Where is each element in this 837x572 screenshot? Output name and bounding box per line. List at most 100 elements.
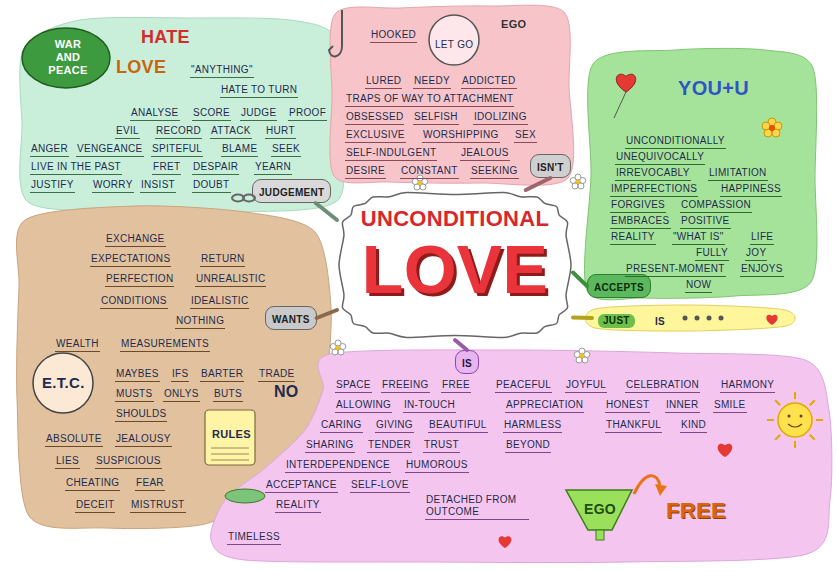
daisy bbox=[574, 348, 590, 363]
text-slot: YEARN bbox=[254, 156, 292, 175]
branch-word: LIVE IN THE PAST bbox=[30, 161, 122, 175]
dot bbox=[719, 316, 724, 321]
daisy-petal bbox=[417, 175, 423, 181]
text-slot: VENGEANCE bbox=[76, 138, 144, 157]
text-slot: INSIST bbox=[140, 174, 176, 193]
branch-lock: JUDGEMENT bbox=[252, 179, 331, 203]
flower-center bbox=[769, 125, 775, 131]
text-slot: JUDGE bbox=[240, 102, 277, 121]
branch-word: CONSTANT bbox=[400, 165, 459, 179]
text-slot: LURED bbox=[365, 70, 402, 89]
branch-word: JOYFUL bbox=[565, 379, 607, 393]
text-slot: ONLYS bbox=[163, 383, 200, 402]
dot bbox=[695, 316, 700, 321]
text-slot: NOTHING bbox=[175, 310, 225, 329]
text-slot: TRADE bbox=[258, 363, 295, 382]
branch-word: SHARING bbox=[305, 439, 355, 453]
branch-word: BLAME bbox=[221, 143, 258, 157]
text-slot: MUSTS bbox=[115, 383, 154, 402]
branch-word: MISTRUST bbox=[130, 499, 186, 513]
text-slot: SELF-LOVE bbox=[350, 474, 410, 493]
text-slot: WORRY bbox=[92, 174, 134, 193]
text-slot: EXCHANGE bbox=[105, 228, 166, 247]
branch-word: HARMONY bbox=[720, 379, 775, 393]
text-slot: SHOULDS bbox=[115, 403, 167, 422]
branch-word: MEASUREMENTS bbox=[120, 338, 210, 352]
text-slot: FREEING bbox=[381, 374, 430, 393]
branch-word: JEALOUSY bbox=[115, 433, 172, 447]
branch-tag: ACCEPTS bbox=[587, 274, 651, 298]
branch-word: EXCLUSIVE bbox=[345, 129, 406, 143]
branch-word: REALITY bbox=[275, 499, 321, 513]
daisy bbox=[412, 175, 428, 190]
flower-petal bbox=[768, 118, 776, 126]
branch-word: SPACE bbox=[335, 379, 372, 393]
text-slot: DOUBT bbox=[192, 174, 231, 193]
branch-word: EMBRACES bbox=[610, 215, 671, 229]
text-slot: SPACE bbox=[335, 374, 372, 393]
text-slot: PROOF bbox=[288, 102, 327, 121]
branch-label: JUDGEMENT bbox=[259, 187, 324, 199]
just-is-band: JUSTIS bbox=[592, 304, 788, 332]
branch-word: POSITIVE bbox=[680, 215, 731, 229]
branch-word: OBSESSED bbox=[345, 111, 404, 125]
text-slot: UNCONDITIONAL bbox=[337, 206, 573, 233]
branch-word: TENDER bbox=[367, 439, 412, 453]
text-slot: LIVE IN THE PAST bbox=[30, 156, 122, 175]
branch-word: ATTACK bbox=[210, 125, 252, 139]
branch-word: ONLYS bbox=[163, 388, 200, 402]
daisy-petal bbox=[572, 183, 578, 189]
branch-word: MUSTS bbox=[115, 388, 154, 402]
flower-petal bbox=[774, 122, 782, 130]
text-slot: YOU+U bbox=[677, 76, 750, 101]
text-slot: JUSTIFY bbox=[30, 174, 75, 193]
daisy-petal bbox=[420, 184, 426, 190]
branch-word: INNER bbox=[665, 399, 700, 413]
text-slot: KIND bbox=[680, 414, 707, 433]
sun-smile bbox=[788, 424, 802, 427]
branch-word: THANKFUL bbox=[605, 419, 662, 433]
branch-word: FREE bbox=[441, 379, 471, 393]
sun bbox=[767, 392, 823, 448]
text-slot: UNCONDITIONALLY bbox=[625, 130, 726, 149]
text-slot: HONEST bbox=[605, 394, 650, 413]
text-slot: FEAR bbox=[135, 472, 165, 491]
branch-word: EGO bbox=[500, 18, 527, 32]
branch-word: COMPASSION bbox=[680, 199, 752, 213]
branch-word: FREE bbox=[665, 498, 727, 525]
text-slot: ABSOLUTE bbox=[45, 428, 103, 447]
branch-word: HONEST bbox=[605, 399, 650, 413]
branch-word: INTERDEPENDENCE bbox=[285, 459, 391, 473]
branch-word: SCORE bbox=[192, 107, 231, 121]
branch-word: PEACEFUL bbox=[495, 379, 552, 393]
text-slot: LET GO bbox=[434, 34, 474, 52]
text-slot: DECEIT bbox=[75, 494, 115, 513]
you-word: YOU+U bbox=[677, 76, 750, 101]
branch-word: JUDGE bbox=[240, 107, 277, 121]
text-slot: ANALYSE bbox=[130, 102, 180, 121]
text-slot: TRUST bbox=[423, 434, 460, 453]
text-slot: LOVE bbox=[337, 234, 573, 305]
text-slot: IS bbox=[654, 311, 666, 329]
branch-connector bbox=[455, 340, 467, 350]
branch-word: TIMELESS bbox=[227, 531, 281, 545]
text-slot: BEAUTIFUL bbox=[428, 414, 488, 433]
text-slot: E.T.C. bbox=[41, 374, 86, 393]
branch-word: IDOLIZING bbox=[473, 111, 528, 125]
text-slot: APPRECIATION bbox=[505, 394, 584, 413]
branch-word: UNEQUIVOCALLY bbox=[615, 151, 705, 165]
text-slot: CARING bbox=[320, 414, 363, 433]
branch-cuff: ISN'T bbox=[530, 154, 571, 178]
funnel-spout bbox=[596, 530, 604, 540]
branch-word: IMPERFECTIONS bbox=[610, 183, 698, 197]
branch-word: ALLOWING bbox=[335, 399, 392, 413]
branch-word: FREEING bbox=[381, 379, 430, 393]
flower-petal bbox=[764, 129, 772, 137]
text-slot: MEASUREMENTS bbox=[120, 333, 210, 352]
text-slot: EGO bbox=[500, 14, 527, 32]
daisy bbox=[570, 174, 586, 189]
daisy-center bbox=[580, 354, 584, 358]
text-slot: CONSTANT bbox=[400, 160, 459, 179]
text-slot: SEEK bbox=[271, 138, 301, 157]
branch-word: REALITY bbox=[610, 231, 656, 245]
